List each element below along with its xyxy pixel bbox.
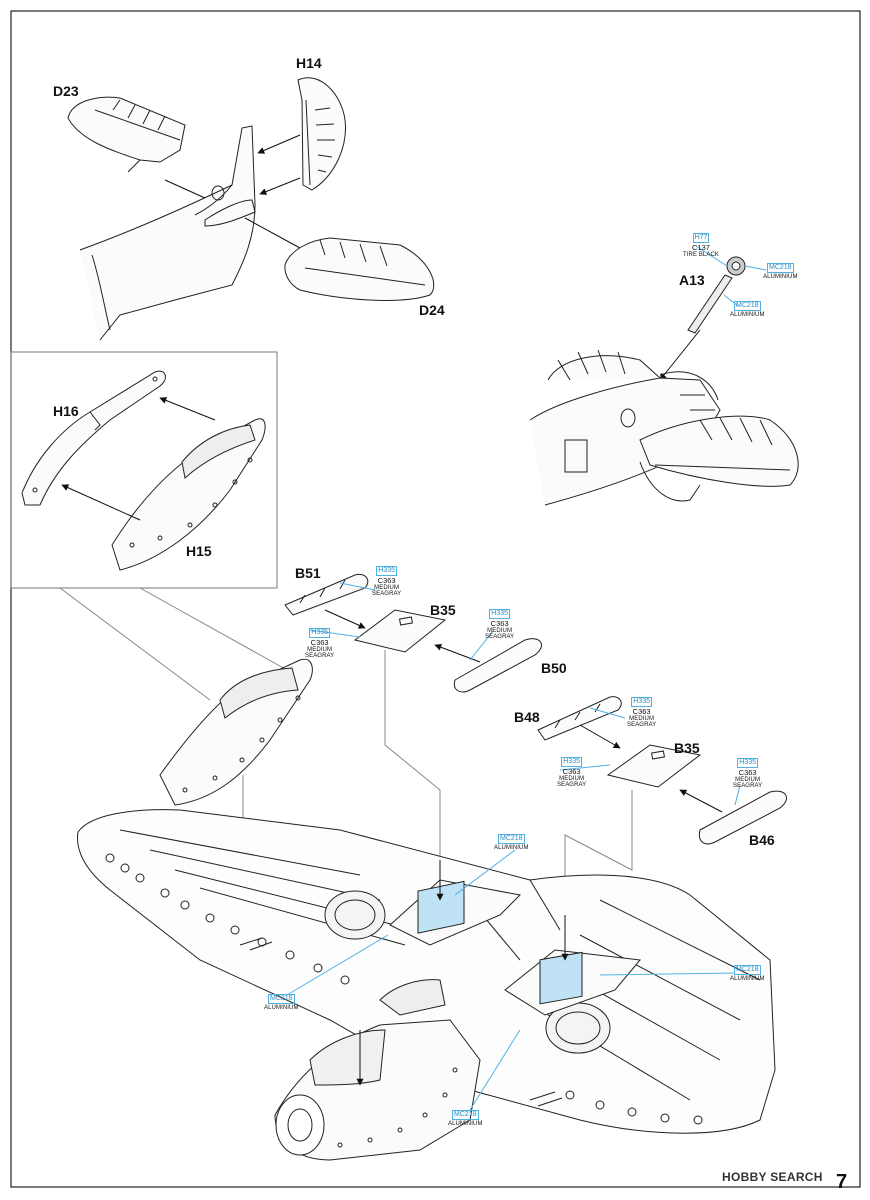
paint-name: MEDIUM [487,627,513,634]
tail-wheel-assembly [529,256,799,506]
paint-callout-b50: H335 C363 MEDIUM SEAGRAY [485,609,514,640]
part-label-b46: B46 [749,832,775,848]
paint-name: ALUMINIUM [730,976,765,982]
paint-code: MC218 [767,263,794,273]
paint-callout-a13-hub: MC218 ALUMINIUM [763,263,798,280]
paint-code: H335 [489,609,510,619]
paint-name: SEAGRAY [485,634,515,641]
paint-name: ALUMINIUM [494,845,529,851]
paint-sub-code: C363 [377,576,396,585]
paint-name: SEAGRAY [305,653,335,660]
paint-code: MC218 [498,834,525,844]
part-label-h16: H16 [53,403,79,419]
part-label-b35-lower: B35 [674,740,700,756]
part-label-h15: H15 [186,543,212,559]
part-label-h14: H14 [296,55,322,71]
paint-name: SEAGRAY [557,782,587,789]
paint-callout-b35-upper: H335 C363 MEDIUM SEAGRAY [305,628,334,659]
cowl-panel [159,658,313,865]
paint-code: H335 [631,697,652,707]
paint-code: H335 [309,628,330,638]
paint-name: SEAGRAY [733,783,763,790]
inset-box [10,351,306,701]
paint-sub-code: C363 [310,638,329,647]
paint-callout-b35-lower: H335 C363 MEDIUM SEAGRAY [557,757,586,788]
tail-assembly [67,77,435,341]
paint-name: MEDIUM [374,584,400,591]
paint-name: MEDIUM [559,775,585,782]
paint-name: ALUMINIUM [730,312,765,318]
paint-name: ALUMINIUM [264,1005,299,1011]
paint-code: MC218 [268,994,295,1004]
part-label-d23: D23 [53,83,79,99]
part-label-b35-upper: B35 [430,602,456,618]
paint-sub-code: C363 [562,767,581,776]
paint-sub-code: C363 [490,619,509,628]
paint-callout-wing-bottom: MC218 ALUMINIUM [448,1110,483,1127]
paint-code: MC218 [734,301,761,311]
paint-name: SEAGRAY [627,722,657,729]
paint-callout-wing-left: MC218 ALUMINIUM [264,994,299,1011]
paint-name: MEDIUM [629,715,655,722]
flap-group-lower [537,696,787,945]
paint-code: H335 [737,758,758,768]
paint-name: TIRE BLACK [683,251,720,258]
main-wing [76,245,776,1161]
paint-sub-code: C137 [692,243,710,252]
part-label-d24: D24 [419,302,445,318]
paint-callout-b46: H335 C363 MEDIUM SEAGRAY [733,758,762,789]
paint-callout-b48: H335 C363 MEDIUM SEAGRAY [627,697,656,728]
paint-name: ALUMINIUM [763,274,798,280]
paint-code: H77 [692,233,710,243]
part-label-b48: B48 [514,709,540,725]
paint-callout-bay-right: MC218 ALUMINIUM [730,965,765,982]
paint-name: SEAGRAY [372,591,402,598]
paint-code: H335 [376,566,397,576]
paint-code: H335 [561,757,582,767]
part-label-a13: A13 [679,272,705,288]
paint-sub-code: C363 [738,768,757,777]
paint-callout-a13-tire: H77 C137 TIRE BLACK [683,233,719,258]
paint-callout-bay-left: MC218 ALUMINIUM [494,834,529,851]
paint-callout-a13-strut: MC218 ALUMINIUM [730,301,765,318]
paint-sub-code: C363 [632,707,651,716]
part-label-b50: B50 [541,660,567,676]
paint-name: ALUMINIUM [448,1121,483,1127]
watermark: HOBBY SEARCH [722,1170,823,1184]
paint-code: MC218 [734,965,761,975]
page-border [10,10,861,1188]
paint-name: MEDIUM [735,776,761,783]
paint-name: MEDIUM [307,646,333,653]
page-number: 7 [836,1171,848,1193]
paint-code: MC218 [452,1110,479,1120]
part-label-b51: B51 [295,565,321,581]
paint-callout-b51: H335 C363 MEDIUM SEAGRAY [372,566,401,597]
